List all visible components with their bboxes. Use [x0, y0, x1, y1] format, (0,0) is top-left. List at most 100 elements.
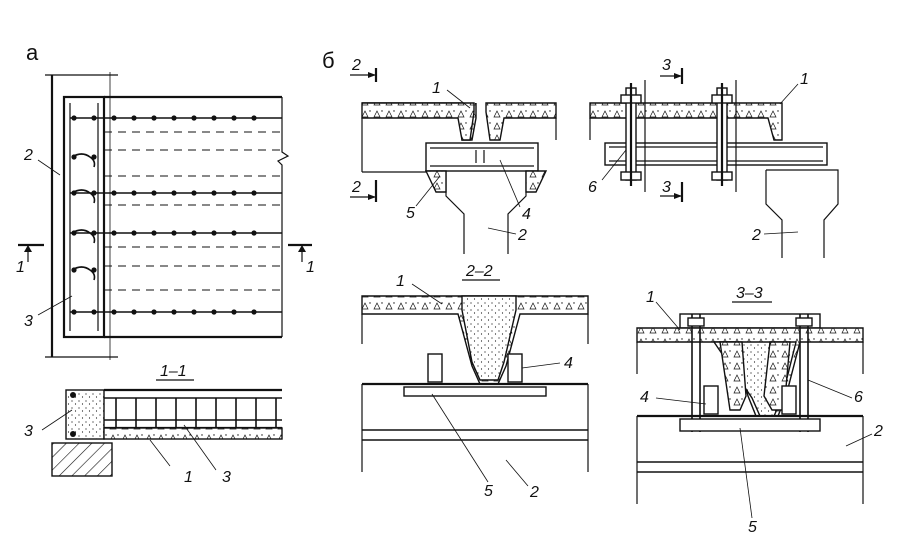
label-2-plan: 2 [23, 147, 33, 164]
break-mark [276, 97, 290, 337]
rebar-dot [91, 309, 97, 315]
panel-b: б 2 2 [322, 48, 883, 536]
label-3-section-left: 3 [24, 423, 33, 440]
section-2-2-plate-5 [403, 386, 547, 397]
section-1-1-slab [103, 427, 283, 440]
rebar-dot [251, 115, 257, 121]
label-1-section-3-3: 1 [646, 289, 655, 306]
cut-3-bottom-label: 3 [662, 179, 671, 196]
stirrup-hooks [71, 153, 96, 281]
label-3-plan: 3 [24, 313, 33, 330]
rebar-dot [151, 115, 157, 121]
rebar-dot [171, 190, 177, 196]
section-2-2: 2–2 1 4 5 2 [361, 263, 589, 501]
rebar-dot [231, 190, 237, 196]
slab-left-part [361, 102, 475, 141]
support-column-bolted [765, 169, 839, 258]
label-2-view-right: 2 [751, 227, 761, 244]
label-6-view-right: 6 [588, 179, 597, 196]
rebar-dot [191, 309, 197, 315]
corbel-5-right [525, 170, 548, 193]
label-5-section-3-3: 5 [748, 519, 757, 536]
joint-view-left: 2 2 1 5 4 2 [350, 57, 557, 254]
rebar-dot [151, 190, 157, 196]
rebar-dot [231, 309, 237, 315]
section-1-1-title: 1–1 [160, 363, 187, 380]
cut-3-top-label: 3 [662, 57, 671, 74]
label-4-section-2-2: 4 [564, 355, 573, 372]
rebar-dot [251, 230, 257, 236]
label-3-section-right: 3 [222, 469, 231, 486]
rebar-dot [171, 115, 177, 121]
label-2-view-left: 2 [517, 227, 527, 244]
rebar-dot [171, 230, 177, 236]
rebar-dot [131, 190, 137, 196]
slab-right-part [485, 102, 557, 141]
rebar-dot [111, 190, 117, 196]
rebar-dot [231, 115, 237, 121]
label-1-view-left: 1 [432, 80, 441, 97]
rebar-dot [111, 230, 117, 236]
cut-2-bottom-label: 2 [351, 179, 361, 196]
steel-insert-4 [425, 142, 539, 172]
edge-beam-plan [62, 95, 106, 339]
rebar-dot [251, 190, 257, 196]
rebar-dot [211, 115, 217, 121]
rebar-dot [191, 115, 197, 121]
label-4-view-left: 4 [522, 206, 531, 223]
rebar-dot [131, 230, 137, 236]
section-1-1-stirrups [115, 398, 277, 428]
section-2-2-infill [461, 295, 517, 381]
bolts-6 [620, 80, 737, 192]
section-2-2-angle-left [427, 353, 443, 383]
support-column-2 [445, 171, 527, 254]
rebar-dot [211, 190, 217, 196]
rebar-dot [71, 309, 77, 315]
rebar-dot [211, 309, 217, 315]
section-2-2-title: 2–2 [465, 263, 493, 280]
rebar-dot [191, 230, 197, 236]
label-5-section-2-2: 5 [484, 483, 493, 500]
rebar-dot [171, 309, 177, 315]
section-3-3-plate-5 [679, 418, 821, 432]
cut-2-top-label: 2 [351, 57, 361, 74]
rebar-dot [191, 190, 197, 196]
rebar-dot [131, 309, 137, 315]
steel-plate-bolted [604, 142, 828, 166]
label-1-view-right: 1 [800, 71, 809, 88]
rebar-dot [151, 309, 157, 315]
rebar-dot [251, 309, 257, 315]
joint-view-right: 3 3 1 6 2 [588, 57, 839, 258]
cut-1-right-label: 1 [306, 259, 315, 276]
label-1-section: 1 [184, 469, 193, 486]
rebar-dot [131, 115, 137, 121]
rebar-dots [71, 115, 257, 315]
label-6-section-3-3: 6 [854, 389, 863, 406]
section-3-3-angle-4 [703, 385, 719, 415]
panel-a-letter: а [26, 40, 39, 65]
panel-b-letter: б [322, 48, 335, 73]
rebar-dot [111, 309, 117, 315]
section-3-3-angle-right [781, 385, 797, 415]
rebar-dot [231, 230, 237, 236]
section-2-2-angle-4 [507, 353, 523, 383]
rebar-dot [111, 115, 117, 121]
label-5-view-left: 5 [406, 205, 415, 222]
section-3-3: 3–3 [636, 285, 883, 536]
label-4-section-3-3: 4 [640, 389, 649, 406]
label-1-section-2-2: 1 [396, 273, 405, 290]
section-3-3-title: 3–3 [736, 285, 763, 302]
cut-1-left-label: 1 [16, 259, 25, 276]
rebar-dot [71, 115, 77, 121]
slab-bolted [589, 102, 783, 141]
label-2-section-3-3: 2 [873, 423, 883, 440]
label-2-section-2-2: 2 [529, 484, 539, 501]
section-1-1-beam [65, 389, 105, 440]
rebar-dot [91, 115, 97, 121]
slab-rib-lines [70, 117, 282, 313]
rebar-dot [151, 230, 157, 236]
support-wall [51, 442, 113, 477]
panel-a: а [16, 40, 315, 486]
rebar-dot [211, 230, 217, 236]
